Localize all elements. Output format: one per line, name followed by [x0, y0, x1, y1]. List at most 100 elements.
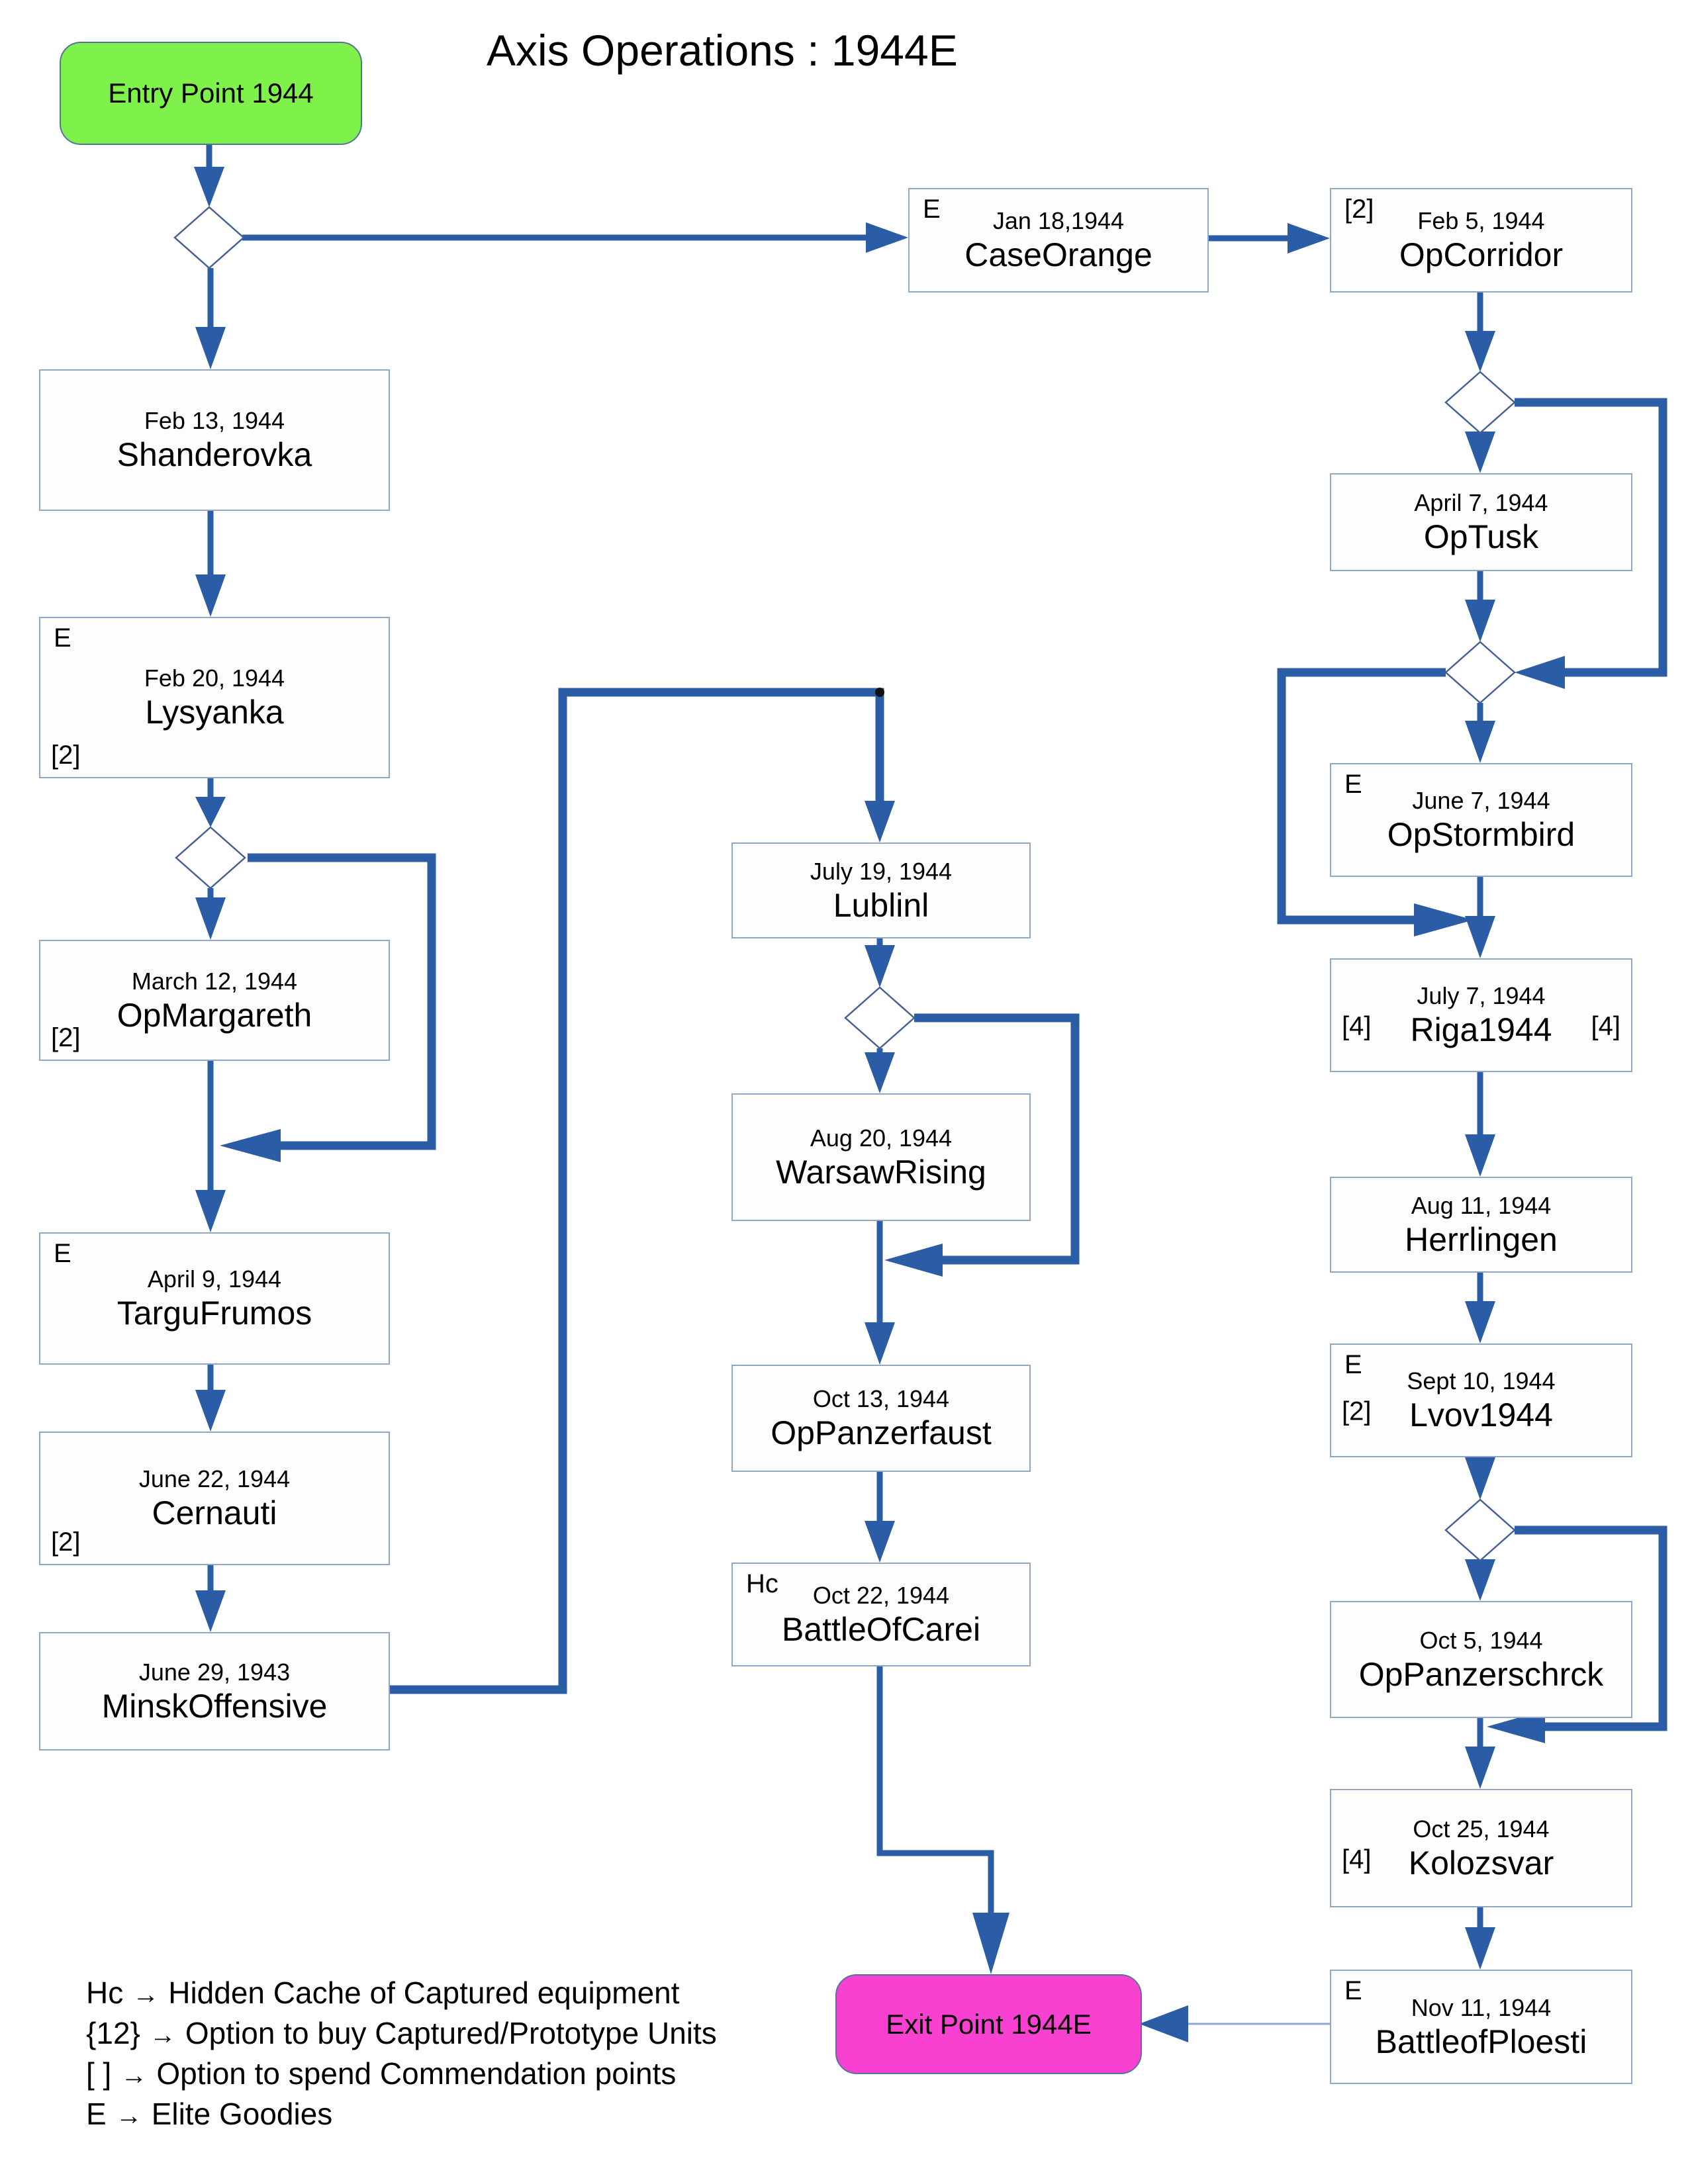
legend-arrow-icon: → [149, 2021, 176, 2050]
bypass-around-opmargareth [220, 853, 436, 1162]
node-date: June 29, 1943 [138, 1658, 291, 1686]
elite-badge: E [1344, 1350, 1362, 1379]
entry-label: Entry Point 1944 [108, 77, 314, 109]
page-title: Axis Operations : 1944E [487, 26, 958, 75]
node-targufrumos: E April 9, 1944 TarguFrumos [39, 1232, 390, 1365]
decision-diamond-6 [1444, 1498, 1516, 1562]
arrow-battleofploesti-to-exit [1139, 2005, 1330, 2042]
node-name: OpPanzerfaust [771, 1414, 992, 1451]
arrow-battleofcarei-to-exit [876, 1664, 1009, 1974]
node-kolozsvar: [4] Oct 25, 1944 Kolozsvar [1330, 1789, 1632, 1907]
legend-row-hidden-cache: Hc → Hidden Cache of Captured equipment [86, 1974, 717, 2014]
decision-diamond-5 [1444, 641, 1516, 704]
node-riga1944: [4] [4] July 7, 1944 Riga1944 [1330, 958, 1632, 1072]
node-name: OpMargareth [117, 996, 312, 1034]
arrow-lublinl-to-decision3 [865, 936, 895, 987]
legend-arrow-icon: → [115, 2101, 142, 2130]
arrow-caseorange-to-opcorridor [1206, 223, 1330, 253]
node-battleofcarei: Hc Oct 22, 1944 BattleOfCarei [731, 1563, 1031, 1666]
hidden-cache-badge: Hc [746, 1569, 778, 1598]
arrow-herrlingen-to-lvov1944 [1465, 1270, 1495, 1343]
arrow-kolozsvar-to-battleofploesti [1465, 1905, 1495, 1970]
arrow-lvov1944-to-decision6 [1465, 1455, 1495, 1500]
arrow-targufrumos-to-cernauti [195, 1362, 226, 1432]
node-date: Jan 18,1944 [992, 207, 1125, 234]
decision-diamond-1 [173, 206, 245, 269]
legend-text: Option to spend Commendation points [156, 2056, 677, 2091]
node-name: Kolozsvar [1408, 1844, 1554, 1882]
node-name: MinskOffensive [101, 1687, 328, 1725]
entry-node: Entry Point 1944 [60, 42, 362, 145]
commendation-badge: [2] [51, 1023, 81, 1052]
arrow-decision5-to-opstormbird [1465, 703, 1495, 763]
node-name: Lysyanka [145, 694, 284, 731]
node-name: OpCorridor [1399, 236, 1564, 273]
node-name: Riga1944 [1410, 1011, 1552, 1048]
exit-label: Exit Point 1944E [886, 2008, 1092, 2040]
arrow-riga1944-to-herrlingen [1465, 1069, 1495, 1177]
arrow-minskoffensive-to-lublinl [387, 688, 895, 1694]
node-lvov1944: E [2] Sept 10, 1944 Lvov1944 [1330, 1343, 1632, 1457]
node-cernauti: [2] June 22, 1944 Cernauti [39, 1432, 390, 1565]
node-name: Herrlingen [1405, 1220, 1558, 1258]
node-date: April 9, 1944 [147, 1265, 282, 1293]
node-date: Aug 20, 1944 [810, 1124, 953, 1152]
node-minskoffensive: June 29, 1943 MinskOffensive [39, 1632, 390, 1751]
node-date: July 19, 1944 [810, 857, 953, 885]
node-date: Feb 13, 1944 [144, 407, 285, 434]
node-date: Feb 20, 1944 [144, 664, 285, 692]
arrow-cernauti-to-minskoffensive [195, 1563, 226, 1632]
arrow-decision4-to-optusk [1465, 432, 1495, 473]
node-optusk: April 7, 1944 OpTusk [1330, 473, 1632, 571]
bypass-around-optusk [1515, 398, 1667, 689]
legend-row-buy-units: {12} → Option to buy Captured/Prototype … [86, 2014, 717, 2054]
node-date: Oct 13, 1944 [812, 1385, 950, 1412]
node-opmargareth: [2] March 12, 1944 OpMargareth [39, 940, 390, 1061]
node-date: Oct 5, 1944 [1419, 1626, 1543, 1654]
node-name: TarguFrumos [117, 1295, 312, 1332]
node-name: OpTusk [1423, 518, 1539, 555]
node-oppanzerschrck: Oct 5, 1944 OpPanzerschrck [1330, 1601, 1632, 1718]
node-name: Lublinl [833, 886, 929, 924]
node-caseorange: E Jan 18,1944 CaseOrange [908, 188, 1209, 293]
legend-text: Hidden Cache of Captured equipment [168, 1976, 680, 2010]
arrow-decision3-to-warsawrising [865, 1048, 895, 1093]
commendation-badge: [2] [1342, 1396, 1372, 1426]
arrow-oppanzerschrck-to-kolozsvar [1465, 1715, 1495, 1789]
elite-badge: E [923, 195, 941, 224]
node-herrlingen: Aug 11, 1944 Herrlingen [1330, 1177, 1632, 1273]
node-shanderovka: Feb 13, 1944 Shanderovka [39, 369, 390, 511]
arrow-decision6-to-oppanzerschrck [1465, 1559, 1495, 1601]
node-date: July 7, 1944 [1417, 982, 1546, 1009]
arrow-decision1-to-caseorange [242, 222, 908, 253]
commendation-badge: [2] [51, 741, 81, 770]
node-name: OpPanzerschrck [1358, 1655, 1604, 1693]
legend-text: Option to buy Captured/Prototype Units [185, 2016, 717, 2050]
commendation-badge: [4] [1591, 1011, 1620, 1041]
node-oppanzerfaust: Oct 13, 1944 OpPanzerfaust [731, 1365, 1031, 1472]
node-name: WarsawRising [776, 1153, 986, 1191]
legend-row-commendation: [ ] → Option to spend Commendation point… [86, 2054, 717, 2095]
arrow-decision1-to-shanderovka [195, 268, 226, 369]
node-date: Oct 25, 1944 [1413, 1815, 1550, 1843]
elite-badge: E [54, 623, 71, 653]
legend: Hc → Hidden Cache of Captured equipment … [86, 1974, 717, 2135]
node-date: Aug 11, 1944 [1411, 1191, 1552, 1219]
bypass-around-opstormbird [1277, 668, 1474, 936]
node-lysyanka: E [2] Feb 20, 1944 Lysyanka [39, 617, 390, 778]
node-date: Oct 22, 1944 [812, 1581, 950, 1609]
exit-node: Exit Point 1944E [835, 1974, 1142, 2074]
arrow-entry-to-decision1 [194, 142, 224, 207]
arrow-decision2-to-opmargareth [195, 888, 226, 940]
arrow-shanderovka-to-lysyanka [195, 508, 226, 617]
node-lublinl: July 19, 1944 Lublinl [731, 842, 1031, 938]
node-battleofploesti: E Nov 11, 1944 BattleofPloesti [1330, 1970, 1632, 2084]
node-name: CaseOrange [964, 236, 1152, 273]
arrow-opmargareth-to-targufrumos [195, 1058, 226, 1232]
legend-row-elite: E → Elite Goodies [86, 2095, 717, 2135]
node-warsawrising: Aug 20, 1944 WarsawRising [731, 1093, 1031, 1221]
decision-diamond-4 [1444, 371, 1516, 434]
node-opstormbird: E June 7, 1944 OpStormbird [1330, 763, 1632, 877]
